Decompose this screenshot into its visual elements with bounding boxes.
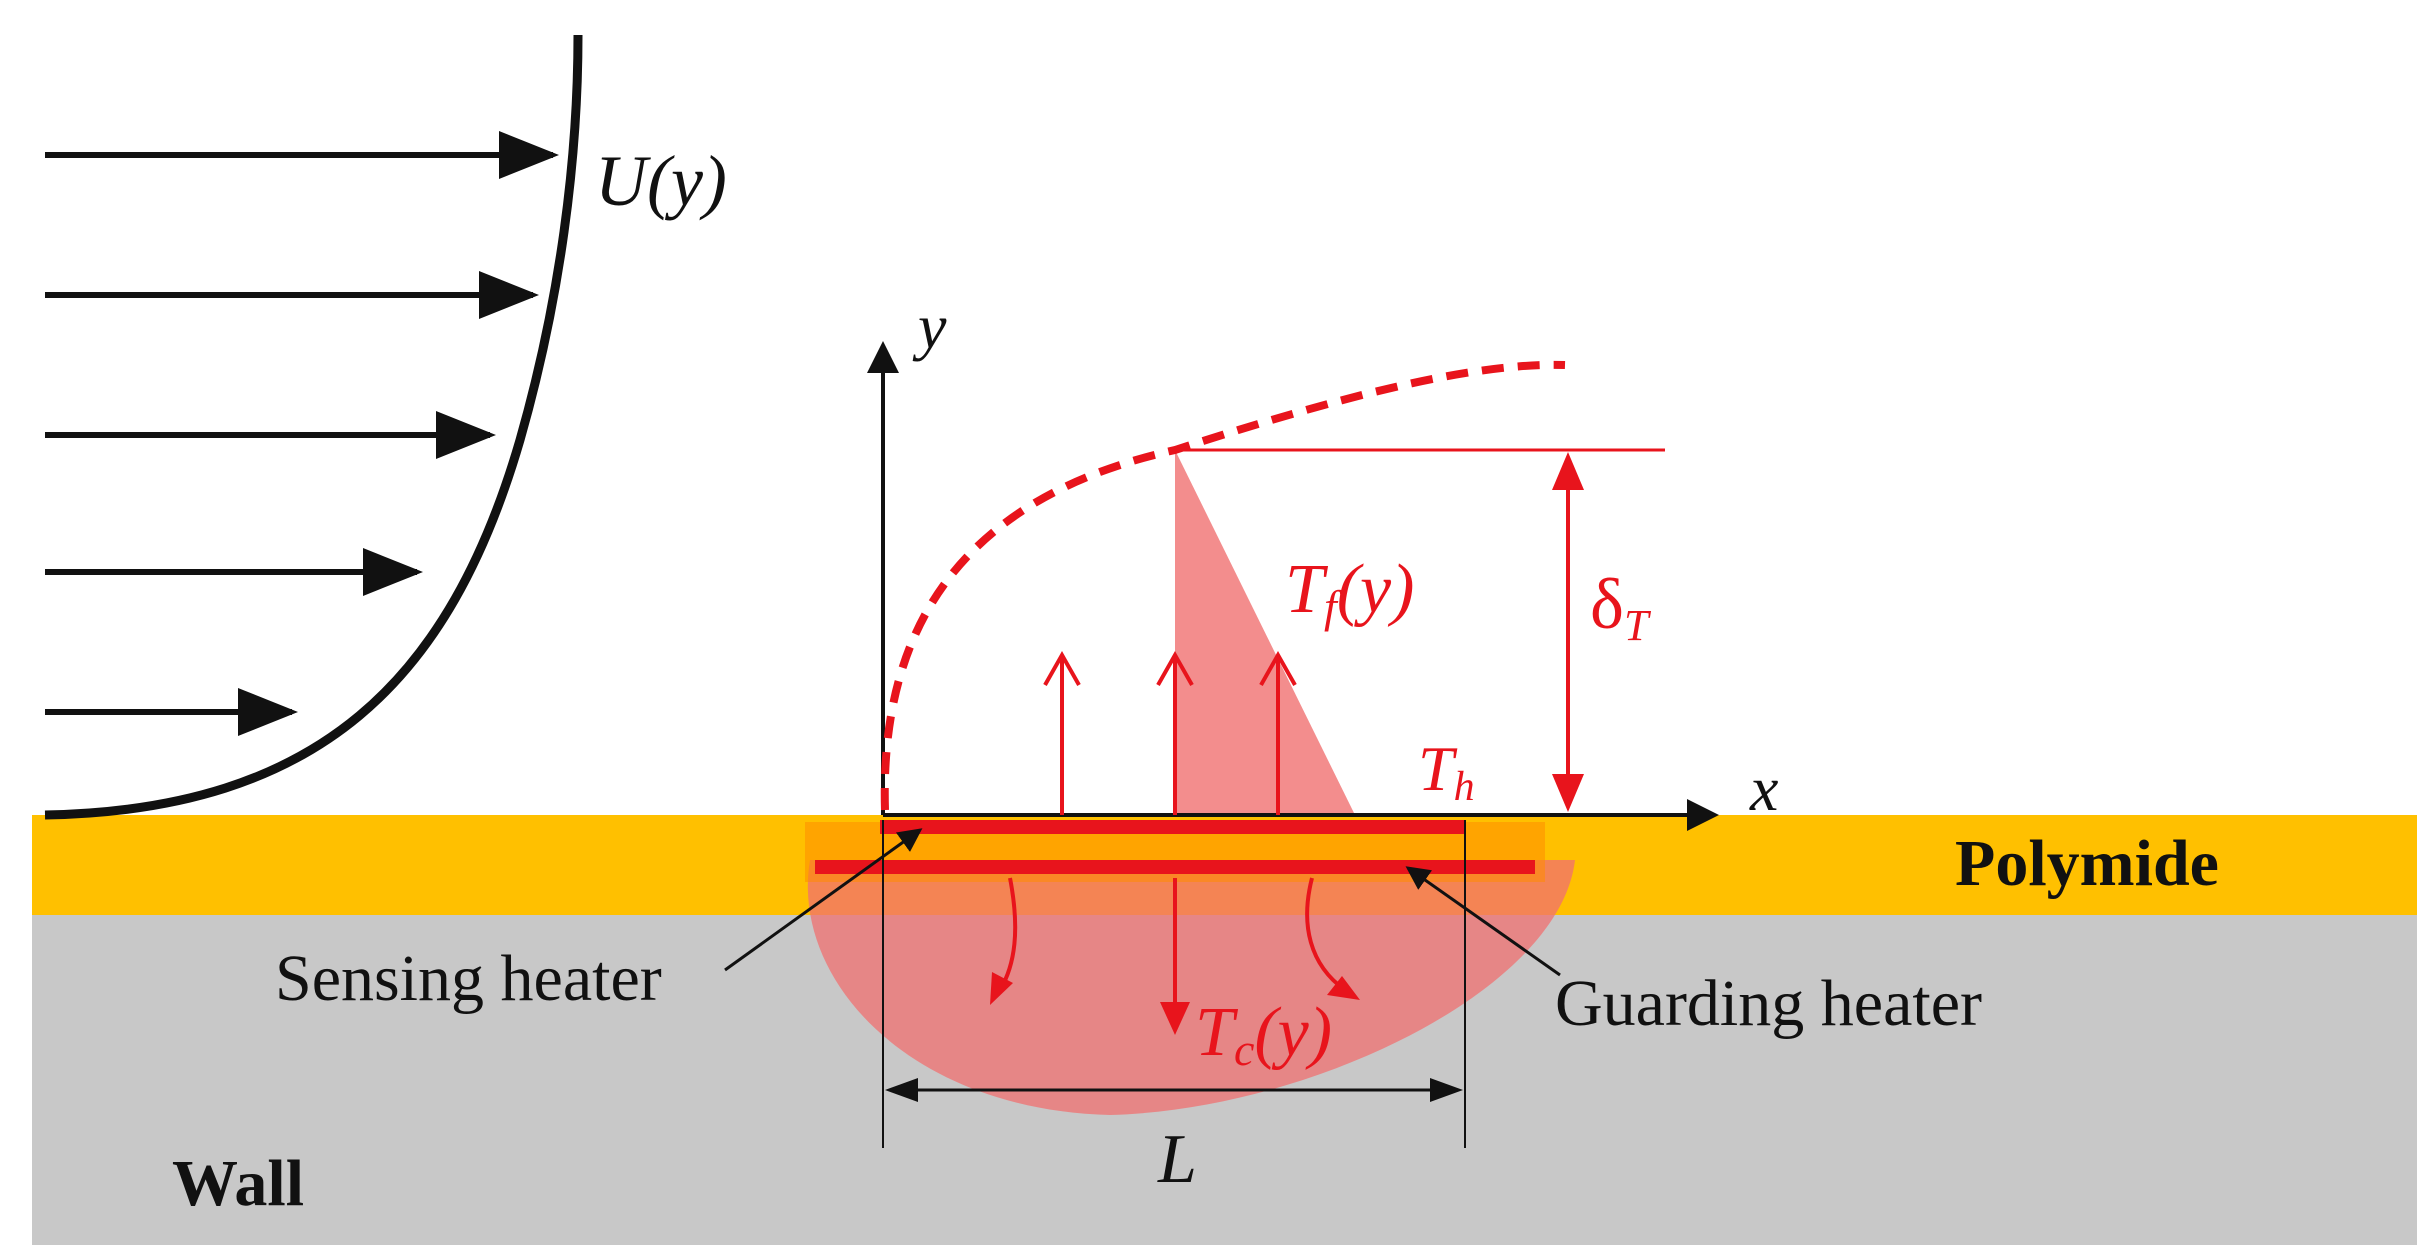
guarding-heater bbox=[815, 860, 1535, 874]
x-axis-label: x bbox=[1749, 753, 1778, 824]
boundary-thickness-label: δT bbox=[1590, 564, 1652, 650]
fluid-temperature-label: Tf(y) bbox=[1285, 551, 1414, 632]
wall-label: Wall bbox=[172, 1147, 304, 1220]
length-arrowhead-left bbox=[885, 1078, 918, 1102]
velocity-profile-label: U(y) bbox=[595, 141, 727, 221]
sensing-heater-label: Sensing heater bbox=[275, 942, 662, 1015]
sensing-heater bbox=[880, 820, 1465, 834]
velocity-profile-curve bbox=[44, 34, 583, 820]
guarding-heater-leader bbox=[1405, 866, 1561, 977]
fluid-temperature-profile bbox=[1175, 450, 1355, 815]
guarding-heater-label: Guarding heater bbox=[1555, 967, 1982, 1040]
downward-heat-arrows bbox=[990, 877, 1360, 1035]
delta-t-arrowhead-bottom bbox=[1552, 774, 1584, 812]
conduction-temperature-label: Tc(y) bbox=[1195, 994, 1332, 1075]
y-axis-label: y bbox=[912, 291, 947, 362]
thermal-boundary-layer-curve bbox=[880, 360, 1566, 811]
polymide-label: Polymide bbox=[1955, 827, 2219, 900]
length-label: L bbox=[1157, 1121, 1197, 1198]
sensing-heater-leader bbox=[724, 828, 923, 972]
heater-temperature-label: Th bbox=[1418, 733, 1475, 810]
length-arrowhead-right bbox=[1430, 1078, 1463, 1102]
upward-heat-arrows bbox=[1043, 650, 1297, 815]
delta-t-arrowhead-top bbox=[1552, 452, 1584, 490]
conduction-heat-region bbox=[807, 860, 1575, 1115]
